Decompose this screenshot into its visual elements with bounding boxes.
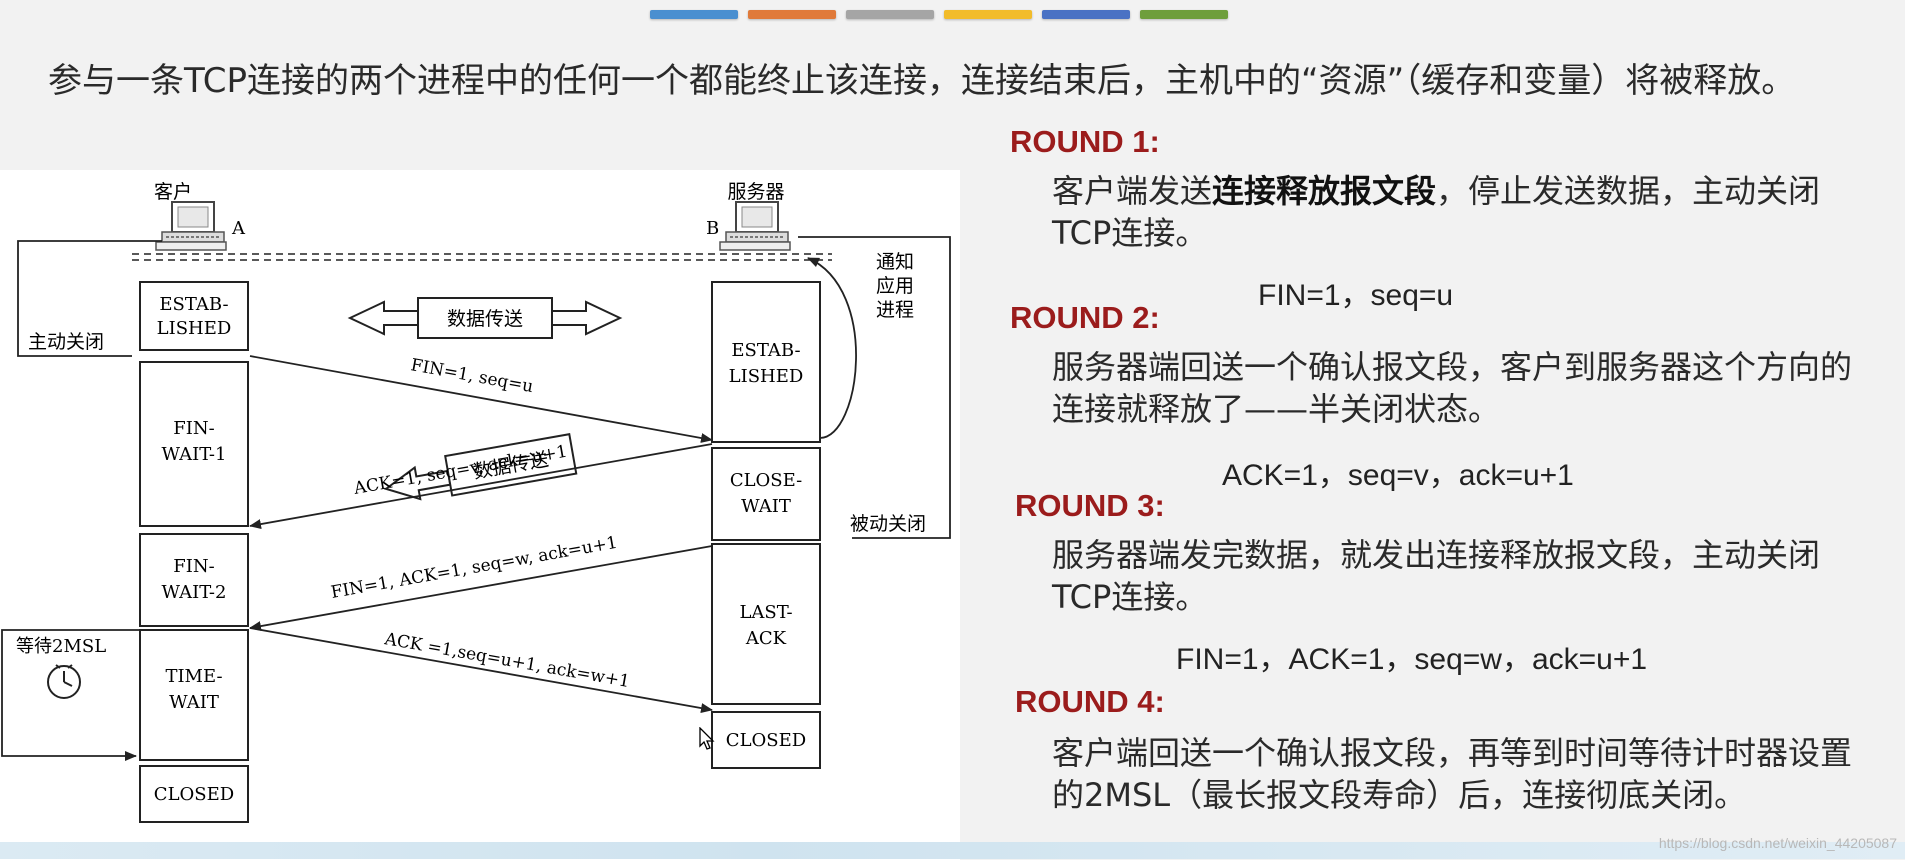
message-arrow-fin-ack (249, 545, 713, 632)
client-computer-icon (155, 201, 227, 251)
svg-text:LAST-: LAST- (739, 602, 792, 623)
data-transfer-label-1: 数据传送 (447, 308, 523, 330)
color-bar-4 (944, 10, 1032, 19)
round-3-title: ROUND 3: (1015, 488, 1165, 523)
client-state-closed: CLOSED (139, 765, 249, 823)
message-arrow-ack (249, 443, 713, 530)
svg-text:WAIT: WAIT (169, 692, 219, 713)
server-state-last-ack: LAST- ACK (711, 543, 821, 705)
round-2-formula: ACK=1，seq=v，ack=u+1 (1222, 459, 1574, 492)
active-close-line (17, 240, 162, 357)
message-label-fin: FIN=1, seq=u (409, 355, 535, 397)
message-label-final-ack: ACK =1,seq=u+1, ack=w+1 (382, 629, 631, 692)
color-bar-5 (1042, 10, 1130, 19)
notify-app-arrow (807, 257, 857, 439)
passive-close-label: 被动关闭 (850, 513, 926, 535)
tcp-four-way-handshake-diagram: 客户 服务器 A B 主动关闭 被动关闭 通知 (0, 170, 960, 860)
round-4-desc: 客户端回送一个确认报文段，再等到时间等待计时器设置的2MSL（最长报文段寿命）后… (1052, 734, 1853, 814)
server-computer-icon (719, 201, 791, 251)
wait-2msl-label: 等待2MSL (16, 636, 106, 657)
svg-text:WAIT-2: WAIT-2 (162, 582, 227, 603)
server-state-close-wait: CLOSE- WAIT (711, 447, 821, 541)
watermark: https://blog.csdn.net/weixin_44205087 (1658, 835, 1897, 851)
svg-text:CLOSED: CLOSED (154, 784, 234, 805)
client-state-established: ESTAB- LISHED (139, 281, 249, 351)
svg-text:CLOSED: CLOSED (726, 730, 806, 751)
message-arrow-fin (249, 355, 713, 443)
svg-text:WAIT-1: WAIT-1 (162, 444, 227, 465)
message-label-fin-ack: FIN=1, ACK=1, seq=w, ack=u+1 (329, 533, 619, 603)
svg-text:WAIT: WAIT (741, 496, 791, 517)
round-1-desc: 客户端发送连接释放报文段，停止发送数据，主动关闭TCP连接。 (1052, 172, 1821, 252)
notify-app-line-1: 通知 (876, 251, 914, 273)
diagram-svg: 客户 服务器 A B 主动关闭 被动关闭 通知 (1, 181, 951, 823)
round-3-formula: FIN=1，ACK=1，seq=w，ack=u+1 (1176, 643, 1648, 676)
svg-text:ACK: ACK (745, 628, 787, 649)
round-4-title: ROUND 4: (1015, 684, 1165, 719)
svg-text:CLOSE-: CLOSE- (730, 470, 802, 491)
passive-close-line (798, 236, 951, 539)
server-letter: B (706, 218, 719, 239)
color-bar-1 (650, 10, 738, 19)
data-transfer-double-arrow: 数据传送 (347, 297, 623, 339)
client-state-fin-wait-2: FIN- WAIT-2 (139, 533, 249, 627)
color-bar-2 (748, 10, 836, 19)
notify-app-line-3: 进程 (876, 299, 914, 321)
svg-text:FIN-: FIN- (173, 418, 214, 439)
svg-text:TIME-: TIME- (165, 666, 222, 687)
message-arrow-final-ack (249, 627, 713, 714)
svg-text:LISHED: LISHED (157, 318, 232, 339)
client-label: 客户 (154, 181, 192, 203)
active-close-label: 主动关闭 (28, 331, 104, 353)
svg-text:ESTAB-: ESTAB- (159, 294, 228, 315)
round-2-title: ROUND 2: (1010, 300, 1160, 335)
server-state-closed: CLOSED (711, 711, 821, 769)
server-state-established: ESTAB- LISHED (711, 281, 821, 443)
slide-top-color-bars (650, 10, 1228, 19)
client-state-fin-wait-1: FIN- WAIT-1 (139, 361, 249, 527)
color-bar-3 (846, 10, 934, 19)
mouse-cursor-icon (699, 727, 715, 750)
client-letter: A (231, 218, 246, 239)
svg-text:LISHED: LISHED (729, 366, 804, 387)
round-1-title: ROUND 1: (1010, 124, 1160, 159)
round-1-formula: FIN=1，seq=u (1258, 279, 1454, 312)
round-2-desc: 服务器端回送一个确认报文段，客户到服务器这个方向的连接就释放了——半关闭状态。 (1052, 348, 1853, 428)
round-3-desc: 服务器端发完数据，就发出连接释放报文段，主动关闭TCP连接。 (1052, 536, 1821, 616)
data-transfer-left-arrow: 数据传送 (383, 433, 578, 501)
svg-text:FIN-: FIN- (173, 556, 214, 577)
client-state-time-wait: TIME- WAIT (139, 629, 249, 761)
intro-paragraph: 参与一条TCP连接的两个进程中的任何一个都能终止该连接，连接结束后，主机中的“资… (48, 61, 1796, 101)
bottom-wave-decoration (0, 842, 1905, 859)
wait-2msl-bracket (1, 629, 140, 761)
server-label: 服务器 (727, 181, 784, 203)
svg-text:ESTAB-: ESTAB- (731, 340, 800, 361)
notify-app-line-2: 应用 (876, 275, 914, 297)
color-bar-6 (1140, 10, 1228, 19)
clock-icon (47, 664, 81, 699)
